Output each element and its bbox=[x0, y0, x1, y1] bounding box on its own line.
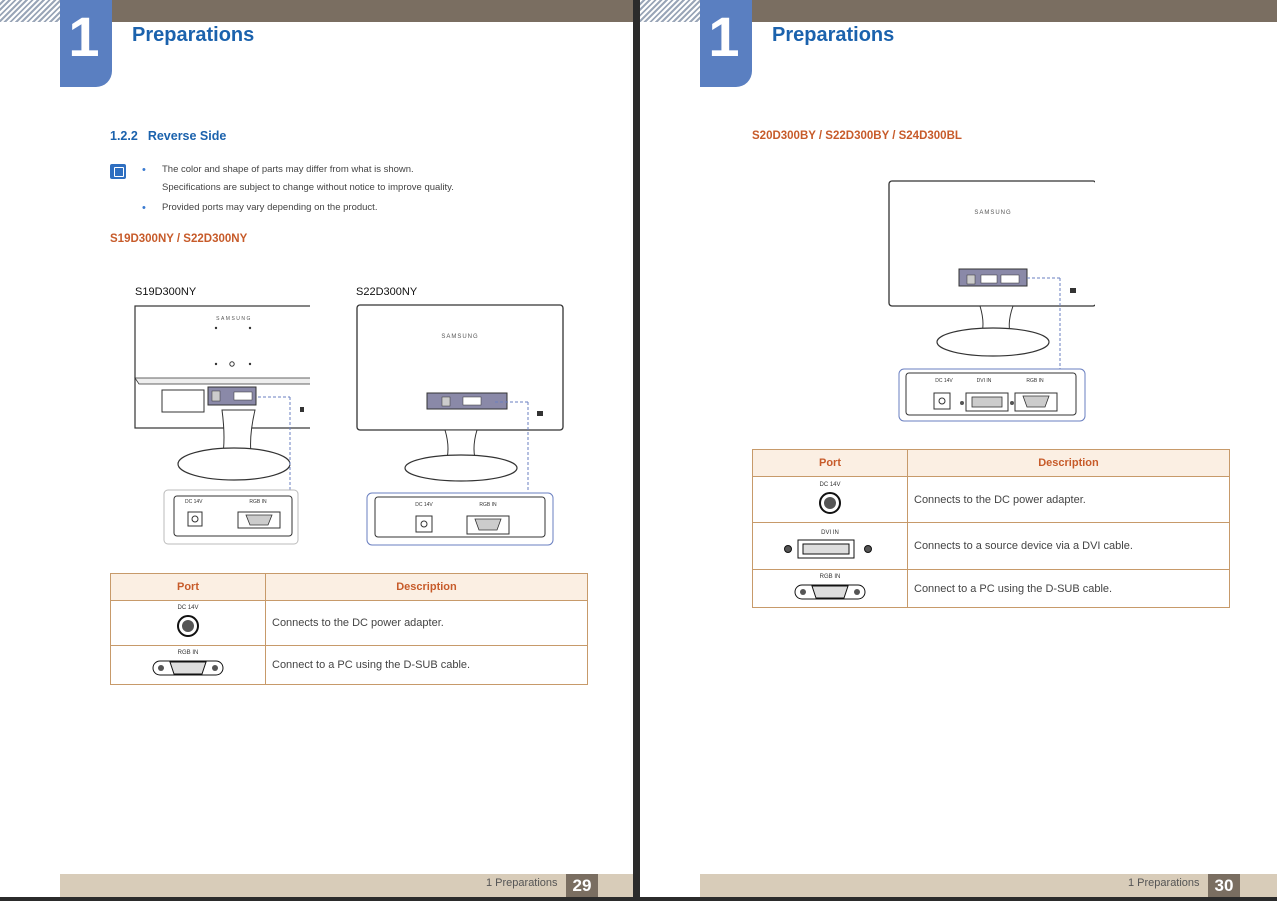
description-cell: Connect to a PC using the D-SUB cable. bbox=[265, 645, 588, 685]
rgb-port-label: RGB IN bbox=[249, 499, 267, 505]
chapter-title: Preparations bbox=[772, 24, 895, 46]
port-label: DC 14V bbox=[819, 481, 841, 488]
chapter-number: 1 bbox=[708, 5, 740, 68]
footer-bar bbox=[60, 874, 633, 897]
page-number: 30 bbox=[1208, 874, 1240, 897]
dc-port-icon bbox=[819, 491, 841, 514]
table-header-description: Description bbox=[907, 449, 1230, 477]
model-heading: S20D300BY / S22D300BY / S24D300BL bbox=[752, 130, 962, 142]
port-panel-diagram: DC 14V DVI IN RGB IN bbox=[898, 368, 1086, 422]
port-cell: DC 14V bbox=[752, 476, 908, 523]
port-cell: RGB IN bbox=[752, 569, 908, 608]
note-text: The color and shape of parts may differ … bbox=[162, 164, 414, 175]
chapter-tab: 1 bbox=[700, 0, 752, 87]
table-row: DC 14V Connects to the DC power adapter. bbox=[752, 476, 1230, 523]
dvi-port-label: DVI IN bbox=[977, 378, 992, 384]
dc-port-label: DC 14V bbox=[415, 502, 433, 508]
footer-text: 1 Preparations bbox=[486, 877, 558, 889]
bullet-icon: • bbox=[142, 164, 146, 176]
port-label: RGB IN bbox=[177, 650, 199, 656]
section-title: Reverse Side bbox=[147, 129, 227, 143]
rgb-port-label: RGB IN bbox=[1026, 378, 1044, 384]
description-cell: Connects to a source device via a DVI ca… bbox=[907, 522, 1230, 570]
table-header-port: Port bbox=[752, 449, 908, 477]
description-cell: Connect to a PC using the D-SUB cable. bbox=[907, 569, 1230, 608]
table-row: DC 14V Connects to the DC power adapter. bbox=[110, 600, 588, 646]
note-icon bbox=[110, 164, 126, 179]
section-number: 1.2.2 bbox=[110, 129, 138, 143]
rgb-port-label: RGB IN bbox=[479, 502, 497, 508]
brand-text: SAMSUNG bbox=[216, 316, 252, 322]
dvi-port-icon bbox=[784, 539, 872, 559]
monitor-back-diagram: SAMSUNG DC 14V RGB IN bbox=[134, 305, 310, 545]
table-header-description: Description bbox=[265, 573, 588, 601]
table-header-port: Port bbox=[110, 573, 266, 601]
vga-port-icon bbox=[152, 660, 224, 676]
footer-bar bbox=[700, 874, 1277, 897]
dc-port-icon bbox=[177, 615, 199, 637]
port-cell: RGB IN bbox=[110, 645, 266, 685]
dc-port-label: DC 14V bbox=[185, 499, 203, 505]
description-cell: Connects to the DC power adapter. bbox=[265, 600, 588, 646]
model-heading: S19D300NY / S22D300NY bbox=[110, 233, 248, 245]
table-row: DVI IN Connects to a source device via a… bbox=[752, 522, 1230, 570]
monitor-back-diagram: SAMSUNG bbox=[888, 180, 1095, 370]
section-heading: 1.2.2 Reverse Side bbox=[110, 129, 226, 143]
header-hatch bbox=[0, 0, 60, 22]
chapter-tab: 1 bbox=[60, 0, 112, 87]
chapter-number: 1 bbox=[68, 5, 100, 68]
port-cell: DVI IN bbox=[752, 522, 908, 570]
port-label: DVI IN bbox=[821, 530, 839, 536]
brand-text: SAMSUNG bbox=[441, 334, 478, 340]
diagram-label: S22D300NY bbox=[356, 286, 418, 298]
page-number: 29 bbox=[566, 874, 598, 897]
vga-port-icon bbox=[794, 584, 866, 599]
port-cell: DC 14V bbox=[110, 600, 266, 646]
dc-port-label: DC 14V bbox=[935, 378, 953, 384]
header-bar bbox=[0, 0, 633, 22]
page-29: 1 Preparations 1.2.2 Reverse Side • The c… bbox=[0, 0, 633, 897]
footer-text: 1 Preparations bbox=[1128, 877, 1200, 889]
header-bar bbox=[640, 0, 1277, 22]
brand-text: SAMSUNG bbox=[974, 210, 1011, 216]
port-label: DC 14V bbox=[177, 605, 199, 611]
note-text: Provided ports may vary depending on the… bbox=[162, 202, 378, 213]
bullet-icon: • bbox=[142, 202, 146, 214]
chapter-title: Preparations bbox=[132, 24, 255, 46]
monitor-back-diagram: SAMSUNG DC 14V RGB IN bbox=[356, 304, 564, 546]
port-table: Port Description DC 14V Connects to the … bbox=[752, 449, 1230, 608]
table-row: RGB IN Connect to a PC using the D-SUB c… bbox=[110, 645, 588, 685]
port-table: Port Description DC 14V Connects to the … bbox=[110, 573, 588, 685]
description-cell: Connects to the DC power adapter. bbox=[907, 476, 1230, 523]
port-label: RGB IN bbox=[819, 573, 841, 580]
note-text: Specifications are subject to change wit… bbox=[162, 182, 454, 193]
diagram-label: S19D300NY bbox=[135, 286, 197, 298]
page-30: 1 Preparations S20D300BY / S22D300BY / S… bbox=[640, 0, 1277, 897]
header-hatch bbox=[640, 0, 700, 22]
table-row: RGB IN Connect to a PC using the D-SUB c… bbox=[752, 569, 1230, 608]
